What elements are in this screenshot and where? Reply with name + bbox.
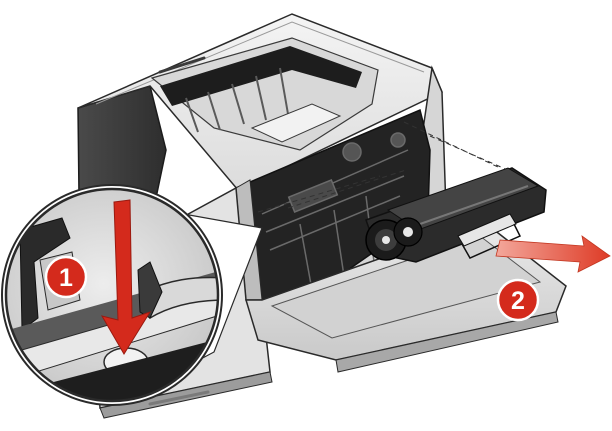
step-1-number: 1 xyxy=(59,264,73,292)
step-1-marker: 1 xyxy=(44,255,88,299)
step-2-marker: 2 xyxy=(496,278,540,322)
paper-tray-handle xyxy=(148,390,210,406)
paper-stop-flap xyxy=(250,103,342,143)
cartridge-highlight xyxy=(419,185,529,225)
top-vent-slot xyxy=(158,56,206,74)
output-tray-ridges xyxy=(185,67,289,133)
arrow-icon xyxy=(495,235,611,273)
cartridge-handle xyxy=(457,213,517,247)
toner-cartridge xyxy=(257,121,547,263)
numbered-circle-icon xyxy=(496,278,540,322)
detail-latch-lever xyxy=(141,276,218,320)
step-1-press-arrow xyxy=(100,199,152,355)
output-tray-opening xyxy=(160,46,362,106)
step-2-pull-arrow xyxy=(495,235,611,273)
step-2-number: 2 xyxy=(511,287,525,315)
numbered-circle-icon xyxy=(44,255,88,299)
printer-foot xyxy=(99,371,273,419)
front-door-edge xyxy=(335,311,559,373)
insertion-guide-lines xyxy=(257,121,527,213)
